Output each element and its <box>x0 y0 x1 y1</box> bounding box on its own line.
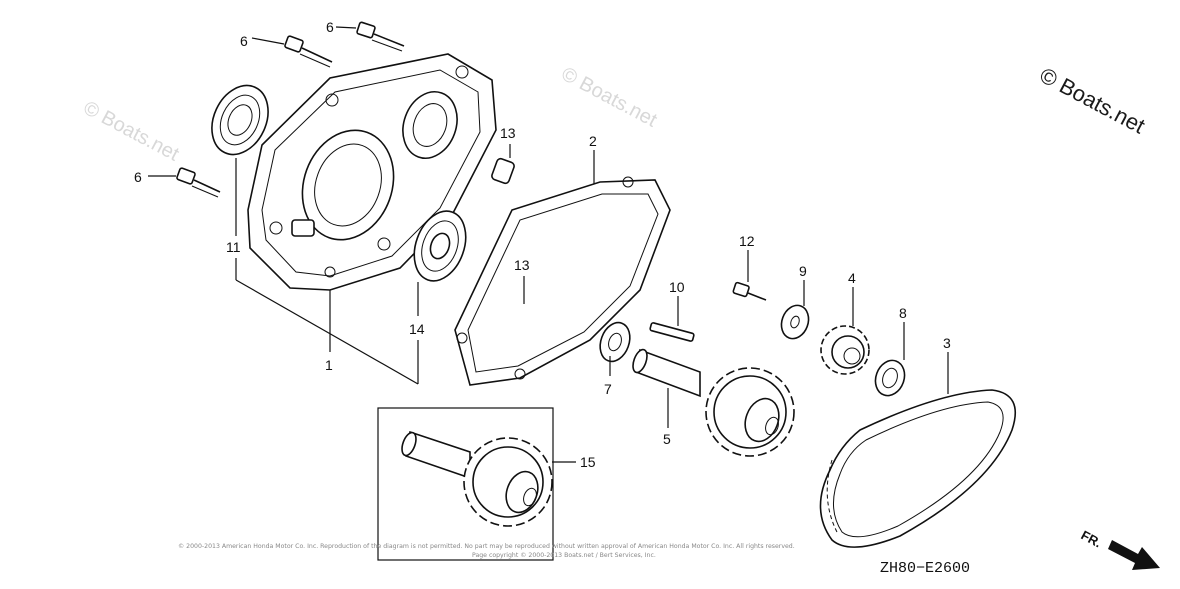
callout-10: 10 <box>669 279 685 295</box>
callout-5: 5 <box>663 431 671 447</box>
watermark-right: © Boats.net <box>1036 62 1150 138</box>
part-drive-shaft <box>632 348 795 457</box>
part-bolt-top-right <box>356 21 405 52</box>
front-direction-indicator: FR. <box>1079 527 1160 570</box>
copyright-line-2: Page copyright © 2000-2013 Boats.net / B… <box>472 551 656 559</box>
part-washer-7 <box>599 321 631 363</box>
part-chain <box>819 389 1017 548</box>
watermark-left: © Boats.net <box>80 97 183 166</box>
front-direction-label: FR. <box>1079 527 1105 550</box>
callout-9: 9 <box>799 263 807 279</box>
callout-7: 7 <box>604 381 612 397</box>
part-dowel-pin-upper <box>491 157 515 185</box>
part-drive-shaft-alternate <box>401 430 553 527</box>
part-bolt-top-left <box>284 35 333 68</box>
callout-6-top-right: 6 <box>326 19 334 35</box>
part-small-sprocket <box>820 325 870 375</box>
part-gasket <box>454 176 671 386</box>
callout-12: 12 <box>739 233 755 249</box>
callout-1: 1 <box>325 357 333 373</box>
callout-14: 14 <box>409 321 425 337</box>
callout-2: 2 <box>589 133 597 149</box>
leader-lines <box>148 26 949 463</box>
part-bolt-12 <box>732 281 767 301</box>
part-bearing <box>413 210 467 282</box>
callout-6-top-left: 6 <box>240 33 248 49</box>
callout-11: 11 <box>226 239 241 255</box>
callout-8: 8 <box>899 305 907 321</box>
part-key-10 <box>649 322 695 342</box>
callout-6-left: 6 <box>134 169 142 185</box>
part-oil-seal <box>211 84 269 156</box>
part-washer-9 <box>780 304 810 340</box>
callout-3: 3 <box>943 335 951 351</box>
copyright-line-1: © 2000-2013 American Honda Motor Co. Inc… <box>178 542 795 550</box>
diagram-code: ZH80−E2600 <box>880 560 970 577</box>
inset-box <box>377 407 554 561</box>
callout-13-lower: 13 <box>514 257 530 273</box>
part-collar-8 <box>874 359 906 397</box>
callout-4: 4 <box>848 270 856 286</box>
front-direction-arrow-icon <box>1108 540 1160 570</box>
part-bolt-left <box>176 167 221 198</box>
callout-15: 15 <box>580 454 596 470</box>
callout-13-upper: 13 <box>500 125 516 141</box>
watermark-center: © Boats.net <box>558 63 661 132</box>
